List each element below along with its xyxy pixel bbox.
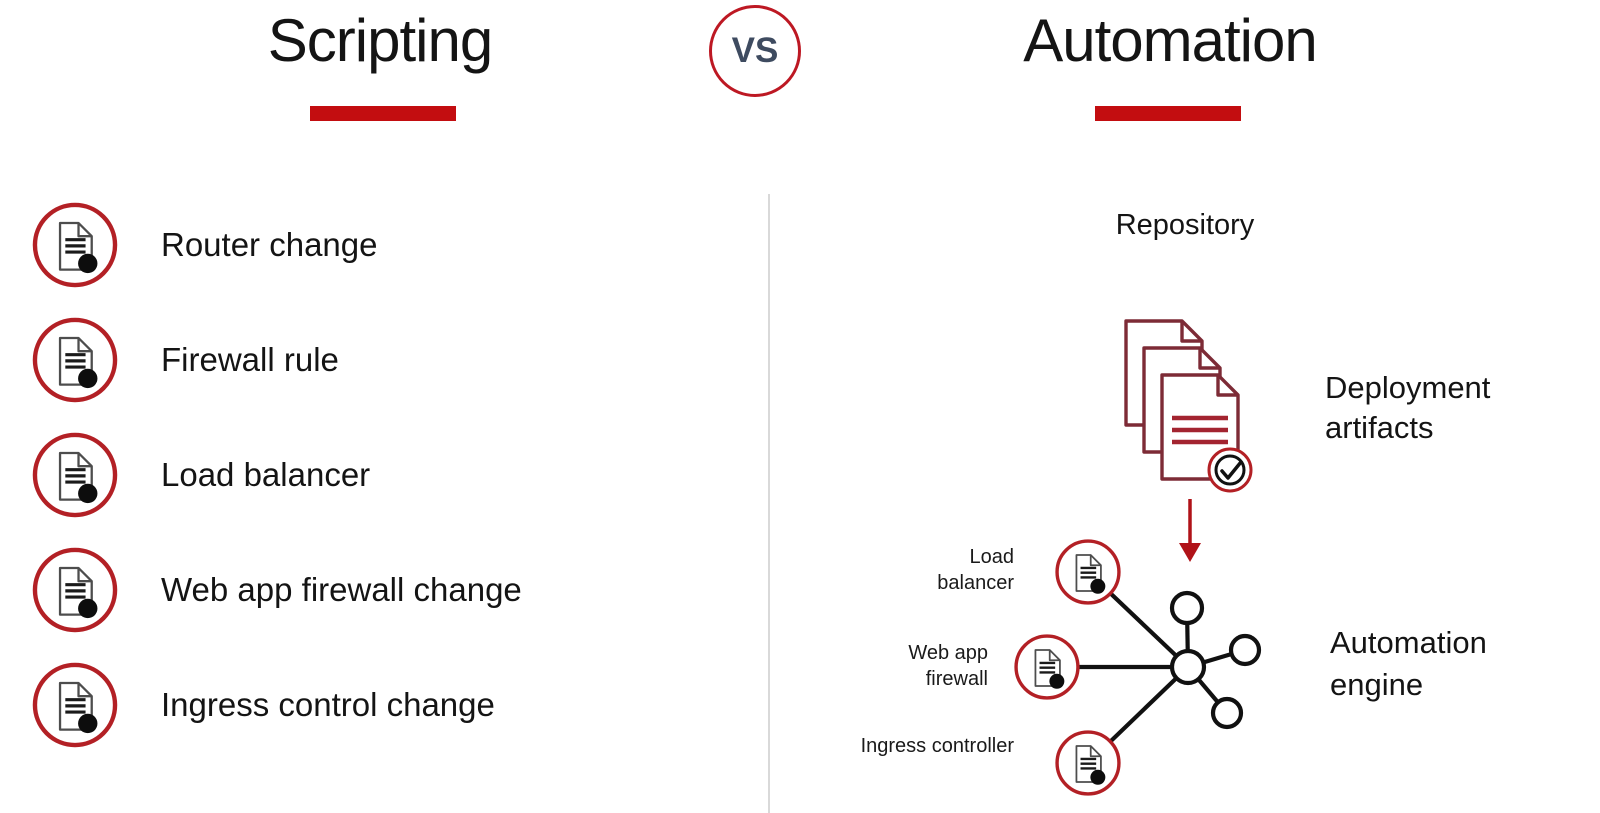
list-item-firewall-rule: Firewall rule [31, 316, 339, 404]
automation-engine-label: Automation engine [1330, 625, 1487, 702]
automation-title: Automation [1023, 7, 1318, 74]
node-label-load-balancer: Load balancer [937, 546, 1014, 594]
document-icon-load-balancer [1055, 539, 1121, 605]
hub-node [1169, 648, 1207, 686]
spoke-node-right [1228, 633, 1262, 667]
document-icon [31, 201, 119, 289]
spoke-node-top [1169, 590, 1205, 626]
list-item-label: Ingress control change [161, 686, 495, 723]
repository-label: Repository [1115, 209, 1255, 241]
scripting-underline-bar [310, 106, 456, 121]
deployment-artifacts-label: Deployment artifacts [1325, 370, 1491, 445]
list-item-label: Load balancer [161, 456, 371, 493]
list-item-router-change: Router change [31, 201, 377, 289]
document-icon [31, 431, 119, 519]
check-circle-icon [1207, 447, 1253, 493]
artifact-stack-icon [1124, 319, 1253, 493]
scripting-title: Scripting [267, 7, 493, 74]
list-item-load-balancer: Load balancer [31, 431, 370, 519]
document-icon-web-app-firewall [1014, 634, 1080, 700]
vs-circle-icon: VS [709, 5, 801, 97]
node-label-ingress-controller: Ingress controller [860, 735, 1014, 757]
list-item-label: Web app firewall change [161, 571, 522, 608]
document-icon [31, 661, 119, 749]
down-arrow-icon [1179, 499, 1201, 562]
document-icon [31, 316, 119, 404]
vertical-divider [768, 194, 770, 813]
list-item-web-app-firewall-change: Web app firewall change [31, 546, 522, 634]
list-item-label: Firewall rule [161, 341, 339, 378]
document-icon-ingress-controller [1055, 730, 1121, 796]
vs-label: VS [731, 31, 779, 70]
document-icon [31, 546, 119, 634]
list-item-label: Router change [161, 226, 378, 263]
automation-underline-bar [1095, 106, 1241, 121]
list-item-ingress-control-change: Ingress control change [31, 661, 495, 749]
hub-spoke-icon [1047, 570, 1262, 765]
spoke-node-bottom [1210, 696, 1244, 730]
node-label-web-app-firewall: Web app firewall [908, 642, 988, 690]
